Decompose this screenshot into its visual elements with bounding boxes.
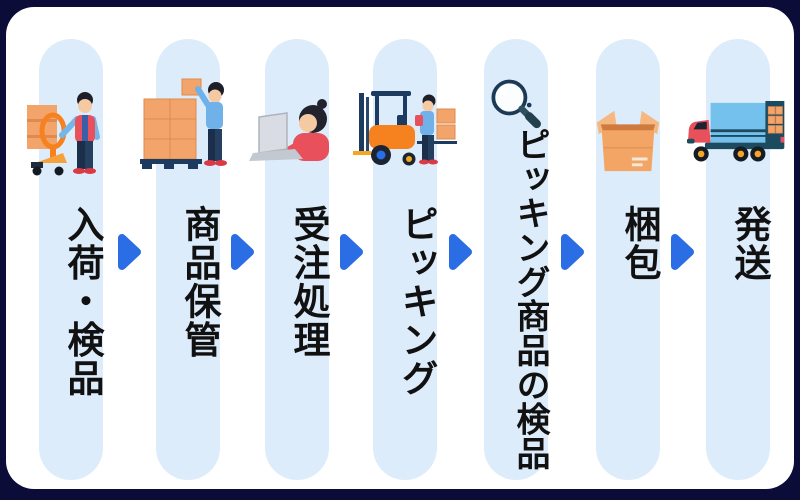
flow-arrow-icon: [340, 234, 363, 270]
step-order-processing: 受注処理: [249, 39, 330, 480]
step-picking: ピッキング: [353, 39, 457, 480]
step-packing: 梱包: [596, 39, 661, 480]
step-label: 梱包: [618, 205, 661, 282]
step-label: 受注処理: [287, 205, 330, 359]
step-shipping: 発送: [686, 39, 785, 480]
step-picked-item-inspection: ピッキング商品の検品: [484, 39, 550, 480]
step-label: ピッキング: [395, 205, 438, 398]
flow-arrow-icon: [449, 234, 472, 270]
flow-arrow-icon: [671, 234, 694, 270]
pallet-jack-worker-icon: [27, 92, 100, 176]
step-storage: 商品保管: [140, 39, 227, 480]
magnifying-glass-icon: [491, 79, 541, 129]
flow-arrow-icon: [561, 234, 584, 270]
step-label: 発送: [728, 205, 771, 282]
laptop-operator-icon: [249, 99, 329, 161]
forklift-icon: [353, 91, 457, 166]
flow-arrow-icon: [118, 234, 141, 270]
white-panel: 入荷・検品: [6, 7, 794, 489]
step-receiving-inspection: 入荷・検品: [27, 39, 104, 480]
delivery-truck-icon: [686, 100, 785, 162]
step-label: 入荷・検品: [61, 205, 104, 398]
step-label: 商品保管: [178, 205, 221, 359]
step-label: ピッキング商品の検品: [510, 127, 550, 471]
box-stacking-worker-icon: [140, 78, 227, 169]
cardboard-box-icon: [596, 110, 660, 172]
flow-arrow-icon: [231, 234, 254, 270]
